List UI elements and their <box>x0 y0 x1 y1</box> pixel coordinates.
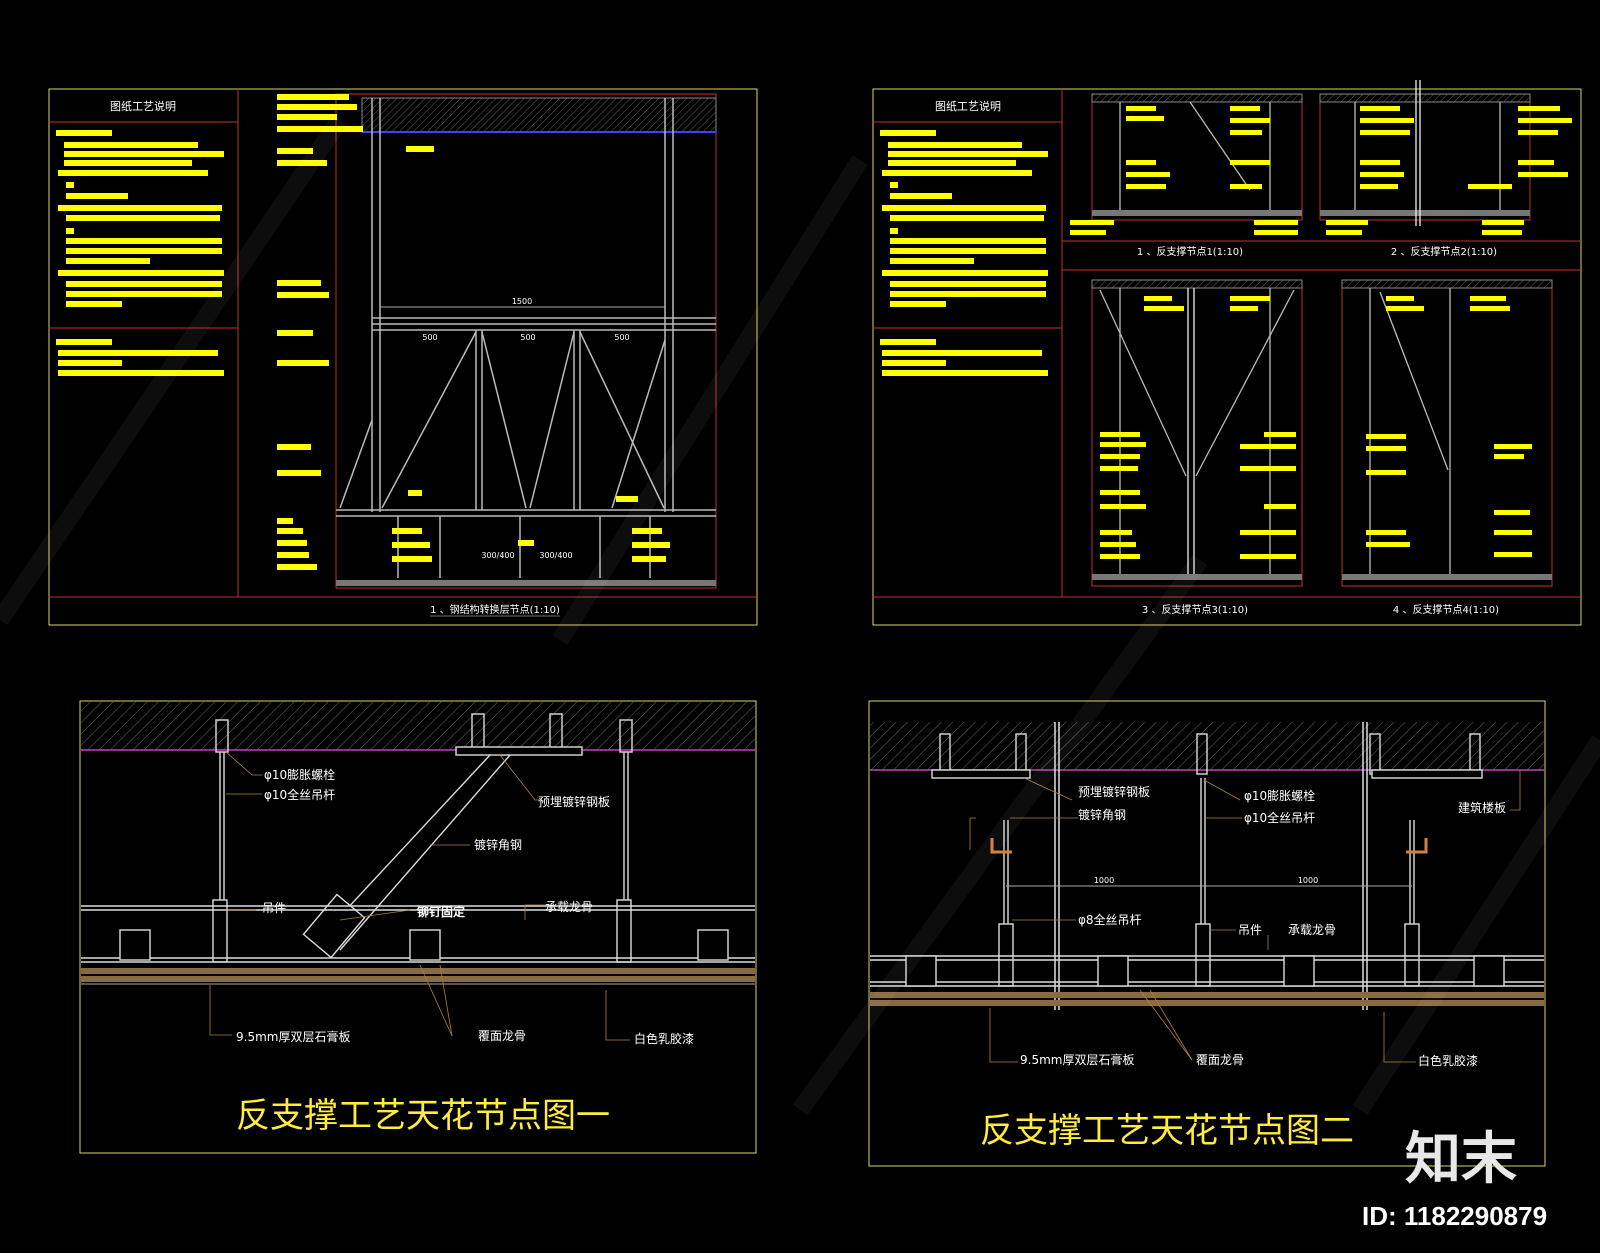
label-threaded-rod-8: φ8全丝吊杆 <box>1078 912 1142 927</box>
notes-title: 图纸工艺说明 <box>110 99 176 113</box>
label-embedded-plate: 预埋镀锌钢板 <box>1078 785 1150 799</box>
label-floor-slab: 建筑楼板 <box>1458 800 1506 815</box>
panel-steel-transfer-node: 图纸工艺说明 <box>48 88 758 626</box>
panel-ceiling-node-2: 1000 1000 预埋镀锌钢板 镀锌角钢 φ10膨胀螺栓 φ10全丝吊杆 建筑… <box>868 700 1546 1167</box>
notes-text-blocks <box>56 130 224 376</box>
label-cover-keel: 覆面龙骨 <box>1196 1053 1244 1067</box>
caption-node-4: 4 、反支撑节点4(1:10) <box>1393 603 1499 616</box>
dim-500-b: 500 <box>520 333 535 342</box>
drawing-caption: 1 、钢结构转换层节点(1:10) <box>430 603 560 616</box>
notes-text-blocks <box>880 130 1048 376</box>
image-id: ID: 1182290879 <box>1362 1201 1547 1231</box>
callout-text-blocks <box>1070 106 1572 559</box>
label-latex-paint: 白色乳胶漆 <box>1418 1053 1478 1068</box>
dim-1000-a: 1000 <box>1094 876 1114 885</box>
drawing-title: 反支撑工艺天花节点图二 <box>980 1111 1354 1151</box>
label-main-keel: 承载龙骨 <box>545 900 593 914</box>
drawing-title: 反支撑工艺天花节点图一 <box>236 1096 610 1136</box>
label-angle-steel: 镀锌角钢 <box>474 838 522 852</box>
dim-1000-b: 1000 <box>1298 876 1318 885</box>
dim-300-400-a: 300/400 <box>481 551 514 560</box>
label-hanger: 吊件 <box>262 901 286 915</box>
caption-node-1: 1 、反支撑节点1(1:10) <box>1137 245 1243 258</box>
notes-title: 图纸工艺说明 <box>935 99 1001 113</box>
dim-500-a: 500 <box>422 333 437 342</box>
caption-node-3: 3 、反支撑节点3(1:10) <box>1142 603 1248 616</box>
label-rivet: 铆钉固定 <box>417 904 465 919</box>
panel-ceiling-node-1: φ10膨胀螺栓 φ10全丝吊杆 预埋镀锌钢板 镀锌角钢 吊件 铆钉固定 承载龙骨… <box>79 700 757 1154</box>
watermark-pattern <box>0 114 1600 1116</box>
panel-back-brace-nodes: 图纸工艺说明 <box>872 80 1582 626</box>
label-main-keel: 承载龙骨 <box>1288 923 1336 937</box>
label-hanger: 吊件 <box>1238 923 1262 937</box>
label-embedded-plate: 预埋镀锌钢板 <box>538 795 610 809</box>
caption-node-2: 2 、反支撑节点2(1:10) <box>1391 245 1497 258</box>
label-angle-steel: 镀锌角钢 <box>1078 808 1126 822</box>
label-expansion-bolt: φ10膨胀螺栓 <box>1244 788 1315 803</box>
dim-1500: 1500 <box>512 297 532 306</box>
label-threaded-rod: φ10全丝吊杆 <box>1244 810 1315 825</box>
label-expansion-bolt: φ10膨胀螺栓 <box>264 767 335 782</box>
callout-text-blocks <box>277 94 670 570</box>
label-cover-keel: 覆面龙骨 <box>478 1029 526 1043</box>
brand-logo: 知末 <box>1405 1127 1517 1192</box>
label-threaded-rod: φ10全丝吊杆 <box>264 787 335 802</box>
dim-500-c: 500 <box>614 333 629 342</box>
dim-300-400-b: 300/400 <box>539 551 572 560</box>
label-gypsum-board: 9.5mm厚双层石膏板 <box>236 1029 350 1044</box>
label-latex-paint: 白色乳胶漆 <box>634 1031 694 1046</box>
label-gypsum-board: 9.5mm厚双层石膏板 <box>1020 1052 1134 1067</box>
